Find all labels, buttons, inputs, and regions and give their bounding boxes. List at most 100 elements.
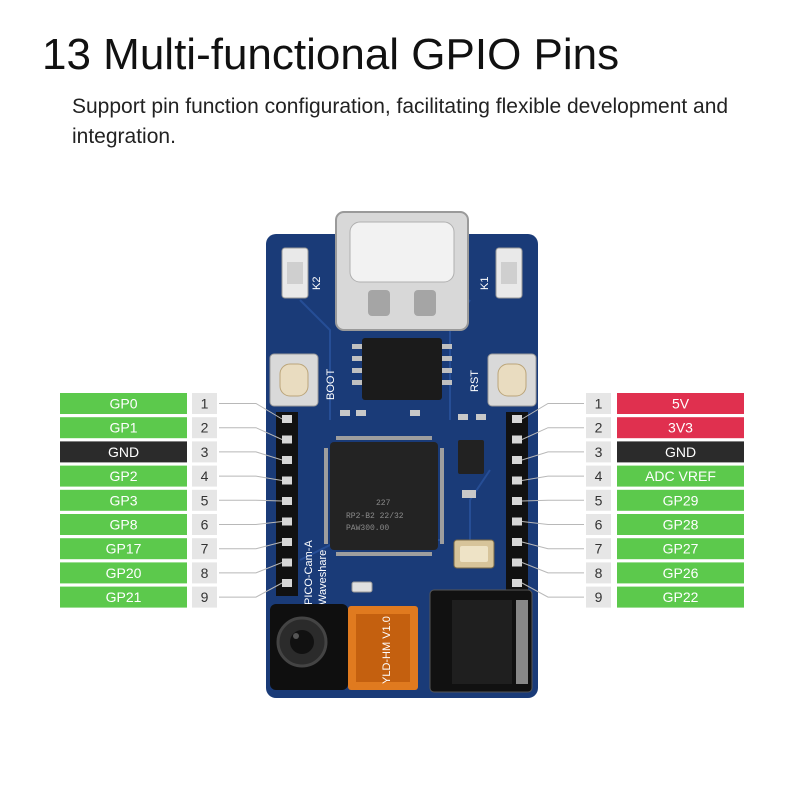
right-pin-number: 5 — [595, 492, 603, 508]
right-pin-label-box — [617, 489, 744, 511]
rst-button — [487, 353, 537, 407]
right-pin-number: 2 — [595, 420, 603, 436]
right-header-pin — [512, 476, 522, 485]
right-pin-number: 1 — [595, 396, 603, 412]
leader-lines — [219, 403, 584, 598]
left-pin-label-box — [60, 441, 187, 463]
right-pin-number-box — [586, 562, 611, 584]
left-pin-row: GP20 8 — [60, 562, 217, 584]
right-leader-line — [521, 562, 584, 574]
right-pin-number-box — [586, 441, 611, 463]
boot-button — [269, 353, 319, 407]
left-header-pin — [282, 497, 292, 505]
left-leader-line — [219, 451, 283, 461]
left-pin-row: GP17 7 — [60, 538, 217, 560]
camera-flex-cable: YLD-HM V1.0 — [348, 606, 418, 690]
right-header-pin — [512, 435, 522, 444]
left-pin-number-box — [192, 417, 217, 439]
left-leader-line — [219, 541, 283, 550]
right-pin-label-box — [617, 586, 744, 608]
left-pin-label-box — [60, 586, 187, 608]
rp2040-chip: 227 RP2-B2 22/32 PAW300.00 — [324, 436, 444, 556]
left-pin-number-box — [192, 586, 217, 608]
left-leader-line — [219, 562, 283, 574]
silk-k1: K1 — [479, 277, 491, 290]
left-header-pin — [282, 476, 292, 485]
right-pin-row: GP29 5 — [586, 489, 744, 511]
right-pin-label-box — [617, 514, 744, 535]
right-pin-number-box — [586, 489, 611, 511]
chip-label-3: PAW300.00 — [346, 524, 389, 533]
right-pin-label: 5V — [672, 396, 690, 412]
left-pin-row: GP0 1 — [60, 393, 217, 414]
silk-board-name: PICO-Cam-A — [303, 540, 315, 605]
page-subtitle: Support pin function configuration, faci… — [72, 95, 729, 148]
left-leader-line — [219, 427, 283, 440]
right-header-pin — [512, 497, 522, 505]
right-leader-line — [521, 582, 584, 598]
left-pin-number-box — [192, 562, 217, 584]
right-pin-number-box — [586, 586, 611, 608]
left-pin-label-box — [60, 562, 187, 584]
left-pin-label: GP21 — [106, 589, 142, 605]
left-pin-label: GP1 — [109, 420, 137, 436]
left-pin-label: GP0 — [109, 396, 137, 412]
passive-components — [340, 410, 486, 593]
right-pin-number: 6 — [595, 517, 603, 533]
left-pin-number: 9 — [201, 589, 209, 605]
right-pin-label-box — [617, 465, 744, 487]
right-pin-header — [506, 412, 528, 596]
left-leader-line — [219, 499, 283, 502]
right-leader-line — [521, 475, 584, 481]
chip-label-1: 227 — [376, 499, 391, 508]
right-leader-line — [521, 403, 584, 420]
right-pin-row: 5V 1 — [586, 393, 744, 414]
right-pin-label: ADC VREF — [645, 468, 716, 484]
right-header-pin — [512, 456, 522, 464]
right-leader-line — [521, 499, 584, 502]
chip-label-2: RP2-B2 22/32 — [346, 512, 404, 521]
right-leader-line — [521, 521, 584, 525]
right-pin-label-box — [617, 393, 744, 414]
right-header-pin — [512, 579, 522, 587]
left-header-pin — [282, 415, 292, 423]
left-pin-label-box — [60, 538, 187, 560]
right-pin-number: 9 — [595, 589, 603, 605]
right-pin-label: GP29 — [663, 492, 699, 508]
left-pin-number: 8 — [201, 565, 209, 581]
left-header-pin — [282, 579, 292, 587]
left-pin-label: GP17 — [106, 541, 142, 557]
left-pin-label: GP8 — [109, 517, 137, 533]
right-pin-label: GP26 — [663, 565, 699, 581]
right-header-pin — [512, 558, 522, 567]
silk-k2: K2 — [311, 277, 323, 290]
right-pin-label-box — [617, 562, 744, 584]
usb-c-port — [335, 211, 469, 331]
left-pin-label-box — [60, 393, 187, 414]
left-pin-number: 7 — [201, 541, 209, 557]
right-pin-number: 8 — [595, 565, 603, 581]
left-header-pin — [282, 435, 292, 444]
right-pin-label-box — [617, 417, 744, 439]
left-pin-label-box — [60, 489, 187, 511]
right-pin-label: GND — [665, 444, 696, 460]
right-pin-label: GP22 — [663, 589, 699, 605]
left-pin-label: GP3 — [109, 492, 137, 508]
crystal-oscillator — [453, 539, 495, 569]
flash-chip — [352, 338, 452, 400]
right-pin-label-box — [617, 441, 744, 463]
right-pin-label: GP27 — [663, 541, 699, 557]
left-pin-label: GP20 — [106, 565, 142, 581]
page-title: 13 Multi-functional GPIO Pins — [42, 30, 620, 79]
right-pin-number-box — [586, 417, 611, 439]
left-pin-number: 1 — [201, 396, 209, 412]
